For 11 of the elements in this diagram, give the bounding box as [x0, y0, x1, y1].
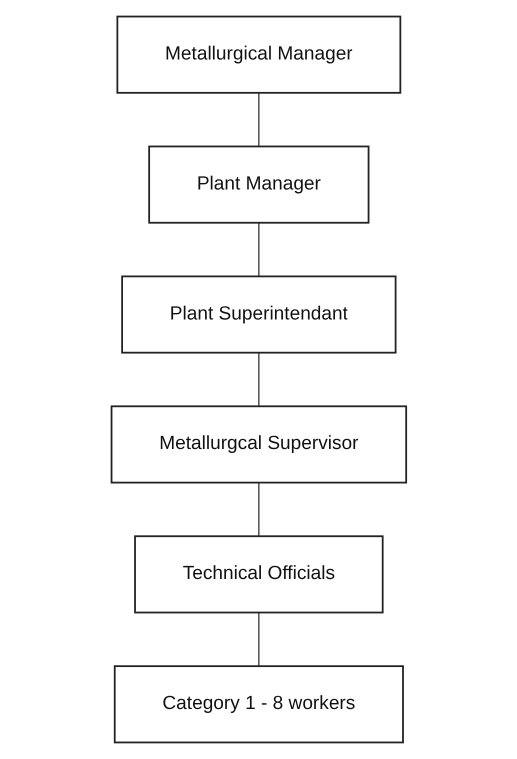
connector: [258, 352, 260, 406]
connector: [258, 92, 260, 146]
node-box: Plant Manager: [148, 146, 370, 224]
connector: [258, 482, 260, 536]
connector: [258, 612, 260, 666]
node-box: Metallurgical Manager: [116, 16, 401, 94]
node-box: Plant Superintendant: [120, 276, 396, 354]
node-box: Category 1 - 8 workers: [113, 665, 404, 744]
connector: [258, 222, 260, 276]
node-box: Metallurgcal Supervisor: [110, 405, 407, 484]
node-box: Technical Officials: [134, 535, 384, 614]
